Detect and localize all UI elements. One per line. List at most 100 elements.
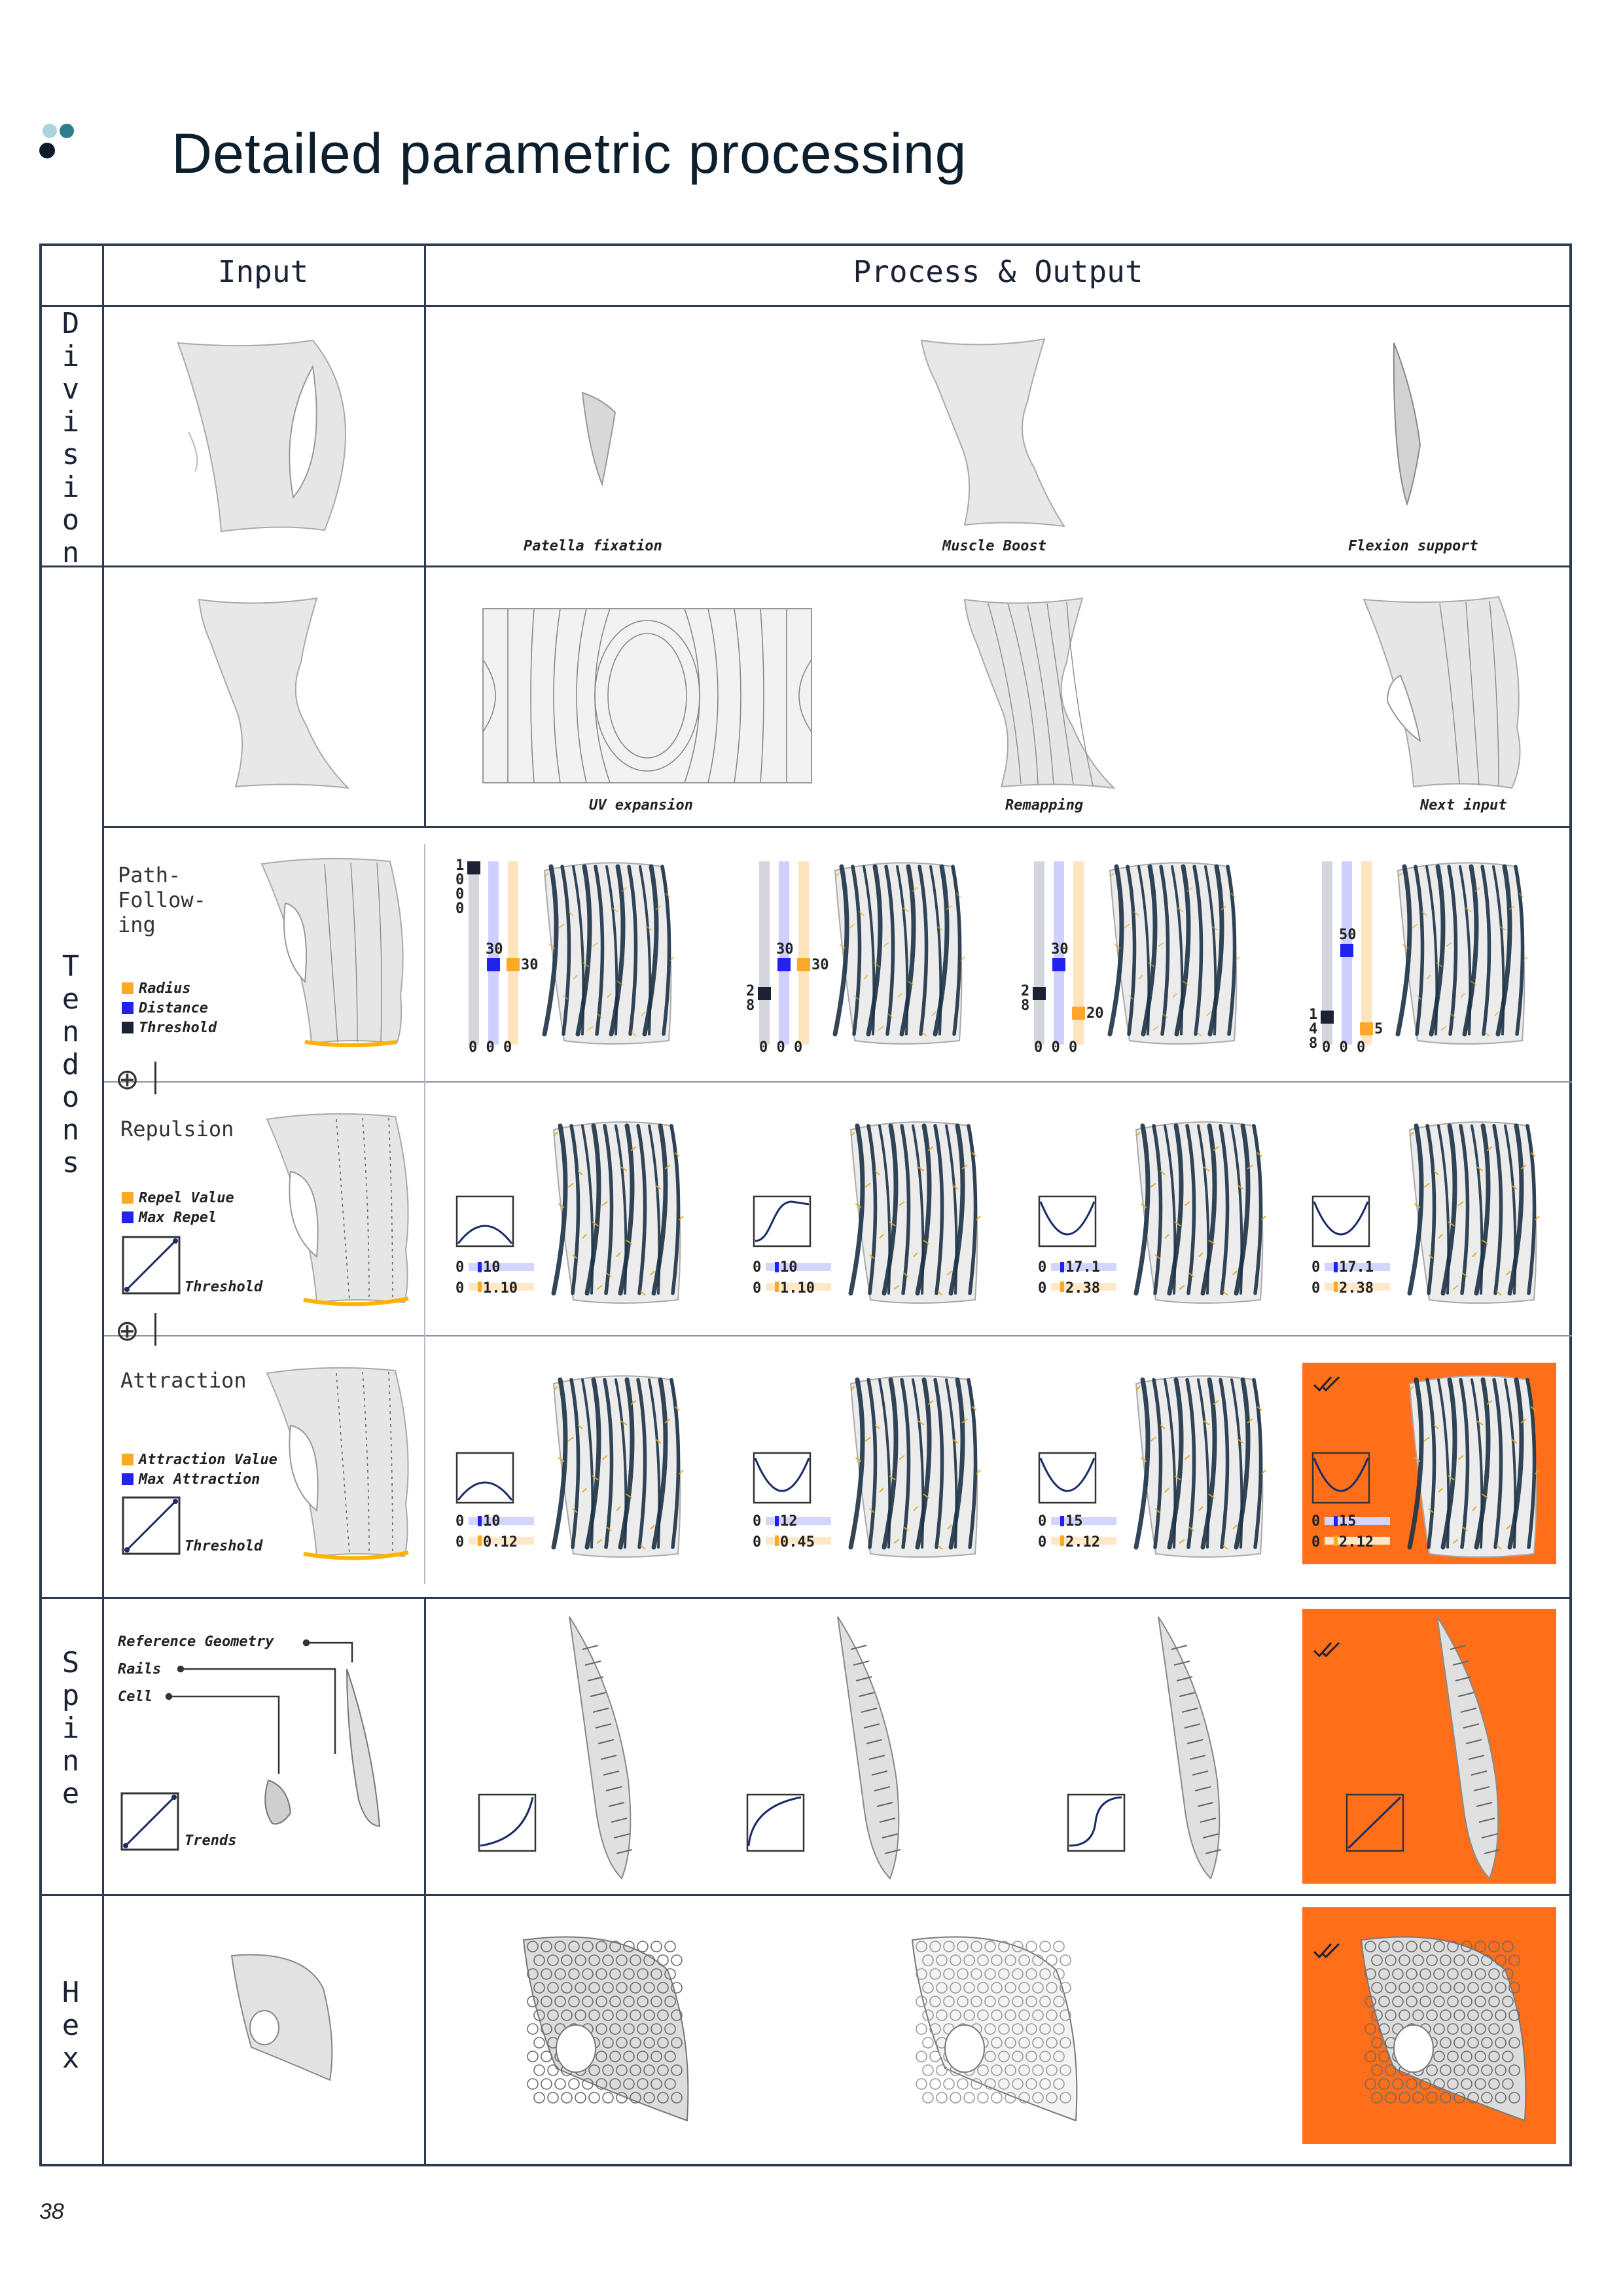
attraction-value: 0.12 (483, 1534, 518, 1551)
row-label-letter: n (62, 1113, 80, 1147)
row-label-letter: D (62, 307, 80, 340)
path-following-sliders[interactable] (1309, 857, 1374, 1054)
spine-result-image (569, 1616, 633, 1880)
header-process-output: Process & Output (853, 254, 1143, 289)
repulsion-curve-graph[interactable] (1038, 1195, 1097, 1247)
attraction-result-image (1133, 1375, 1266, 1558)
spine-label-cell: Cell (118, 1689, 152, 1705)
hex-result-image (911, 1936, 1078, 2122)
repulsion-value-bars[interactable] (1038, 1259, 1123, 1299)
repulsion-max-value: 17.1 (1065, 1259, 1100, 1276)
attraction-curve-graph[interactable] (1038, 1452, 1097, 1504)
repulsion-max-min: 0 (753, 1259, 762, 1276)
double-check-icon (1313, 1943, 1340, 1959)
attraction-input-image (266, 1367, 409, 1560)
path-following-sliders[interactable] (746, 857, 812, 1054)
repulsion-value-min: 0 (1311, 1280, 1321, 1297)
attraction-max-value: 15 (1339, 1513, 1357, 1530)
row-label-letter: s (62, 438, 80, 471)
attraction-value-bars[interactable] (1311, 1513, 1397, 1552)
threshold-value: 1 4 8 (1309, 1007, 1318, 1052)
spine-label-reference-geometry: Reference Geometry (118, 1634, 274, 1650)
row-label-letter: S (62, 1646, 80, 1679)
threshold-graph-icon-2 (122, 1496, 181, 1555)
attraction-value-bars[interactable] (1038, 1513, 1123, 1552)
header-input: Input (217, 254, 309, 289)
row-label-letter: p (62, 1679, 80, 1712)
spine-result-image (837, 1616, 901, 1880)
legend-attraction-value: Attraction Value (139, 1452, 277, 1468)
distance-value: 30 (776, 941, 794, 958)
attraction-result-image (1407, 1375, 1540, 1558)
attraction-curve-graph[interactable] (1311, 1452, 1370, 1504)
row-label-letter: e (62, 2009, 80, 2042)
page-number: 38 (39, 2199, 64, 2224)
add-operation-icon[interactable]: ⊕ (115, 1063, 139, 1096)
flexion-support-image (1393, 342, 1421, 507)
repulsion-value: 2.38 (1339, 1280, 1374, 1297)
caption-uv-expansion: UV expansion (589, 797, 693, 814)
knee-brace-input-image (177, 339, 346, 533)
caption-patella-fixation: Patella fixation (524, 538, 662, 554)
repulsion-curve-graph[interactable] (1311, 1195, 1370, 1247)
slider-min-values: 0 0 0 (1034, 1039, 1078, 1056)
brand-dots-logo (39, 124, 74, 158)
row-label-letter: i (62, 340, 80, 373)
attraction-max-min: 0 (455, 1513, 465, 1530)
selected-spine-highlight[interactable] (1302, 1609, 1556, 1884)
radius-value: 5 (1374, 1021, 1383, 1037)
attraction-curve-graph[interactable] (455, 1452, 514, 1504)
radius-value: 20 (1086, 1005, 1104, 1022)
repulsion-label: Repulsion (120, 1117, 234, 1141)
page-title: Detailed parametric processing (171, 122, 967, 185)
repulsion-value-bars[interactable] (753, 1259, 838, 1299)
repulsion-max-min: 0 (455, 1259, 465, 1276)
repulsion-curve-graph[interactable] (753, 1195, 812, 1247)
attraction-label: Attraction (120, 1368, 247, 1393)
repulsion-max-value: 17.1 (1339, 1259, 1374, 1276)
spine-trend-graph[interactable] (746, 1793, 805, 1852)
repulsion-value-bars[interactable] (455, 1259, 541, 1299)
trends-label: Trends (185, 1833, 237, 1849)
trends-graph-icon (120, 1792, 179, 1851)
attraction-curve-graph[interactable] (753, 1452, 812, 1504)
threshold-value: 2 8 (746, 983, 755, 1014)
attraction-value: 2.12 (1065, 1534, 1100, 1551)
repulsion-result-image (848, 1121, 981, 1304)
legend-threshold: Threshold (139, 1020, 217, 1036)
spine-trend-graph[interactable] (1067, 1793, 1126, 1852)
path-following-result-image (542, 862, 675, 1045)
caption-remapping: Remapping (1005, 797, 1084, 814)
spine-label-rails: Rails (118, 1661, 162, 1677)
slider-min-values: 0 0 0 (759, 1039, 803, 1056)
attraction-value-bars[interactable] (753, 1513, 838, 1552)
patella-fixation-image (581, 391, 616, 487)
attraction-value-min: 0 (753, 1534, 762, 1551)
attraction-value: 0.45 (780, 1534, 815, 1551)
threshold-graph-icon (122, 1236, 181, 1295)
double-check-icon (1313, 1641, 1340, 1658)
attraction-value-bars[interactable] (455, 1513, 541, 1552)
add-operation-icon-2[interactable]: ⊕ (115, 1314, 139, 1348)
repulsion-value-bars[interactable] (1311, 1259, 1397, 1299)
path-following-sliders[interactable] (1021, 857, 1086, 1054)
attraction-threshold-label: Threshold (185, 1538, 263, 1554)
path-following-sliders[interactable] (455, 857, 521, 1054)
remapping-image (963, 597, 1116, 789)
attraction-max-value: 10 (483, 1513, 501, 1530)
caption-flexion-support: Flexion support (1348, 538, 1478, 554)
spine-trend-graph[interactable] (1346, 1793, 1404, 1852)
row-label-letter: n (62, 1015, 80, 1049)
repulsion-threshold-label: Threshold (185, 1279, 263, 1295)
repulsion-max-min: 0 (1311, 1259, 1321, 1276)
row-label-letter: v (62, 372, 80, 406)
repulsion-result-image (551, 1121, 684, 1304)
repulsion-curve-graph[interactable] (455, 1195, 514, 1247)
spine-trend-graph[interactable] (478, 1793, 537, 1852)
row-label-letter: i (62, 405, 80, 439)
spine-result-image (1158, 1616, 1222, 1880)
row-label-letter: x (62, 2041, 80, 2075)
